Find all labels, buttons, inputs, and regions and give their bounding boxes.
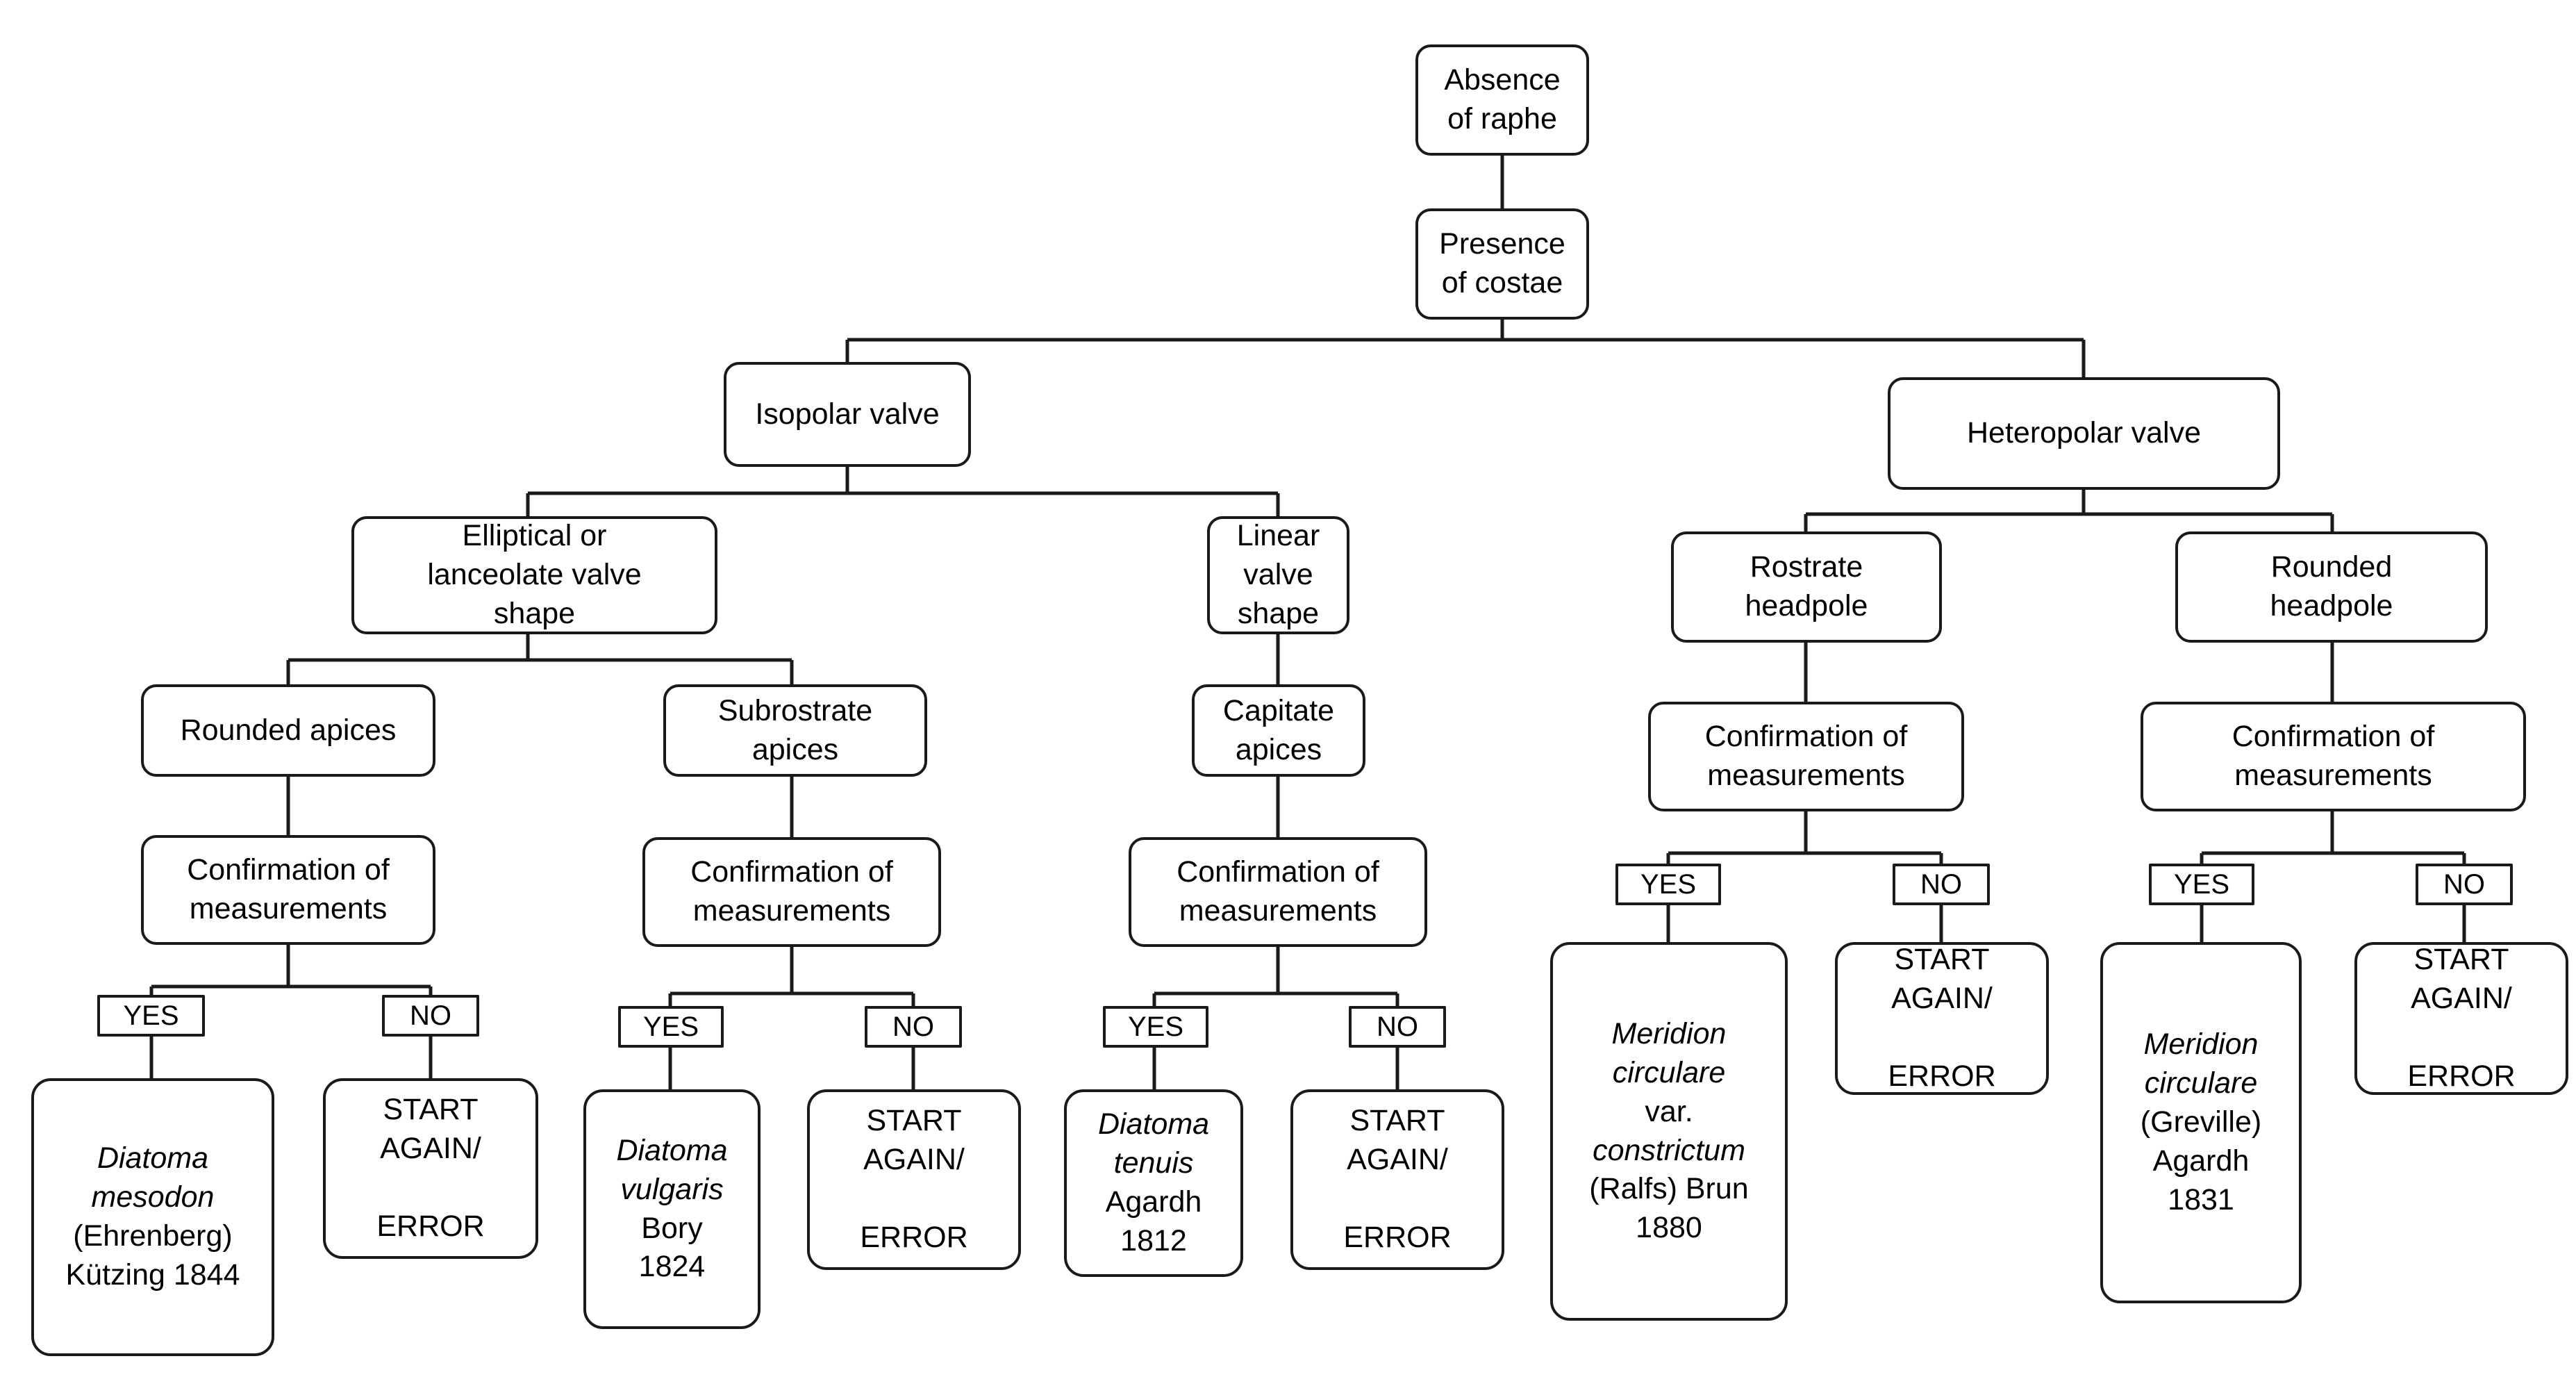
node-capitate-apices[interactable]: Capitate apices: [1192, 684, 1365, 777]
tag-label: YES: [1127, 1012, 1184, 1042]
node-label: Linear valve shape: [1236, 519, 1320, 630]
node-linear-valve-shape[interactable]: Linear valve shape: [1207, 516, 1349, 634]
node-confirmation-of-measurements-2[interactable]: Confirmation of measurements: [642, 837, 941, 947]
species-binomial: Diatoma mesodon: [91, 1141, 215, 1214]
terminal-meridion-circulare-var-constrictum[interactable]: Meridion circulare var. constrictum (Ral…: [1550, 942, 1788, 1321]
node-label: Confirmation of measurements: [1704, 720, 1908, 792]
node-presence-of-costae[interactable]: Presence of costae: [1415, 208, 1589, 320]
node-label: Rostrate headpole: [1745, 550, 1868, 622]
terminal-label: START AGAIN/ ERROR: [1343, 1104, 1452, 1254]
terminal-start-again-error-5[interactable]: START AGAIN/ ERROR: [2354, 942, 2568, 1095]
node-absence-of-raphe[interactable]: Absence of raphe: [1415, 44, 1589, 156]
tag-no-5[interactable]: NO: [2416, 864, 2513, 905]
node-rostrate-headpole[interactable]: Rostrate headpole: [1671, 531, 1942, 643]
node-label: Confirmation of measurements: [690, 855, 893, 927]
node-label: Confirmation of measurements: [1177, 855, 1379, 927]
node-label: Confirmation of measurements: [187, 853, 390, 925]
terminal-diatoma-mesodon[interactable]: Diatoma mesodon (Ehrenberg) Kützing 1844: [31, 1078, 274, 1356]
tag-label: YES: [123, 1000, 179, 1031]
tag-label: NO: [1920, 869, 1962, 900]
species-binomial: Diatoma tenuis: [1097, 1107, 1210, 1180]
terminal-label: START AGAIN/ ERROR: [860, 1104, 968, 1254]
node-label: Rounded apices: [180, 713, 397, 747]
node-subrostrate-apices[interactable]: Subrostrate apices: [663, 684, 927, 777]
tag-label: NO: [1377, 1012, 1418, 1042]
node-confirmation-of-measurements-5[interactable]: Confirmation of measurements: [2141, 702, 2526, 811]
tag-no-2[interactable]: NO: [865, 1006, 962, 1048]
species-binomial: Meridion circulare: [1611, 1016, 1727, 1089]
species-authority: (Greville) Agardh 1831: [2140, 1105, 2262, 1216]
species-authority: (Ralfs) Brun 1880: [1589, 1172, 1749, 1245]
terminal-start-again-error-3[interactable]: START AGAIN/ ERROR: [1290, 1089, 1504, 1270]
tag-yes-4[interactable]: YES: [1615, 864, 1721, 905]
node-confirmation-of-measurements-4[interactable]: Confirmation of measurements: [1648, 702, 1964, 811]
species-binomial: Diatoma vulgaris: [616, 1133, 728, 1206]
terminal-label: START AGAIN/ ERROR: [376, 1093, 485, 1243]
tag-label: YES: [1640, 869, 1697, 900]
tag-label: YES: [2173, 869, 2230, 900]
species-authority: (Ehrenberg) Kützing 1844: [65, 1219, 240, 1292]
node-isopolar-valve[interactable]: Isopolar valve: [724, 362, 971, 467]
terminal-start-again-error-1[interactable]: START AGAIN/ ERROR: [323, 1078, 538, 1259]
node-label: Absence of raphe: [1444, 63, 1561, 135]
species-binomial: Meridion circulare: [2143, 1028, 2259, 1100]
node-label: Isopolar valve: [755, 397, 940, 431]
node-label: Heteropolar valve: [1966, 416, 2201, 450]
tag-yes-1[interactable]: YES: [97, 995, 205, 1037]
species-authority: Agardh 1812: [1105, 1185, 1202, 1257]
terminal-meridion-circulare[interactable]: Meridion circulare (Greville) Agardh 183…: [2100, 942, 2302, 1303]
tag-no-3[interactable]: NO: [1349, 1006, 1446, 1048]
terminal-diatoma-vulgaris[interactable]: Diatoma vulgaris Bory 1824: [583, 1089, 761, 1329]
node-rounded-headpole[interactable]: Rounded headpole: [2175, 531, 2488, 643]
tag-no-1[interactable]: NO: [382, 995, 479, 1037]
node-rounded-apices[interactable]: Rounded apices: [141, 684, 435, 777]
tag-label: NO: [2443, 869, 2485, 900]
terminal-start-again-error-4[interactable]: START AGAIN/ ERROR: [1835, 942, 2049, 1095]
node-label: Rounded headpole: [2270, 550, 2393, 622]
node-confirmation-of-measurements-1[interactable]: Confirmation of measurements: [141, 835, 435, 945]
tag-label: YES: [642, 1012, 699, 1042]
node-confirmation-of-measurements-3[interactable]: Confirmation of measurements: [1129, 837, 1427, 947]
node-elliptical-lanceolate-valve-shape[interactable]: Elliptical or lanceolate valve shape: [351, 516, 717, 634]
terminal-diatoma-tenuis[interactable]: Diatoma tenuis Agardh 1812: [1064, 1089, 1243, 1277]
tag-yes-2[interactable]: YES: [618, 1006, 724, 1048]
species-variety: constrictum: [1593, 1133, 1745, 1167]
node-label: Capitate apices: [1222, 693, 1335, 766]
terminal-label: START AGAIN/ ERROR: [1888, 943, 1996, 1093]
terminal-label: START AGAIN/ ERROR: [2407, 943, 2516, 1093]
node-label: Subrostrate apices: [717, 693, 873, 766]
tag-label: NO: [410, 1000, 451, 1031]
tag-yes-3[interactable]: YES: [1103, 1006, 1208, 1048]
tag-label: NO: [892, 1012, 934, 1042]
node-label: Presence of costae: [1439, 227, 1565, 299]
terminal-start-again-error-2[interactable]: START AGAIN/ ERROR: [807, 1089, 1021, 1270]
species-rank: var.: [1645, 1094, 1693, 1128]
species-authority: Bory 1824: [638, 1211, 706, 1284]
node-label: Elliptical or lanceolate valve shape: [427, 519, 642, 630]
node-heteropolar-valve[interactable]: Heteropolar valve: [1888, 377, 2280, 490]
node-label: Confirmation of measurements: [2232, 720, 2435, 792]
tag-yes-5[interactable]: YES: [2149, 864, 2254, 905]
tag-no-4[interactable]: NO: [1893, 864, 1990, 905]
